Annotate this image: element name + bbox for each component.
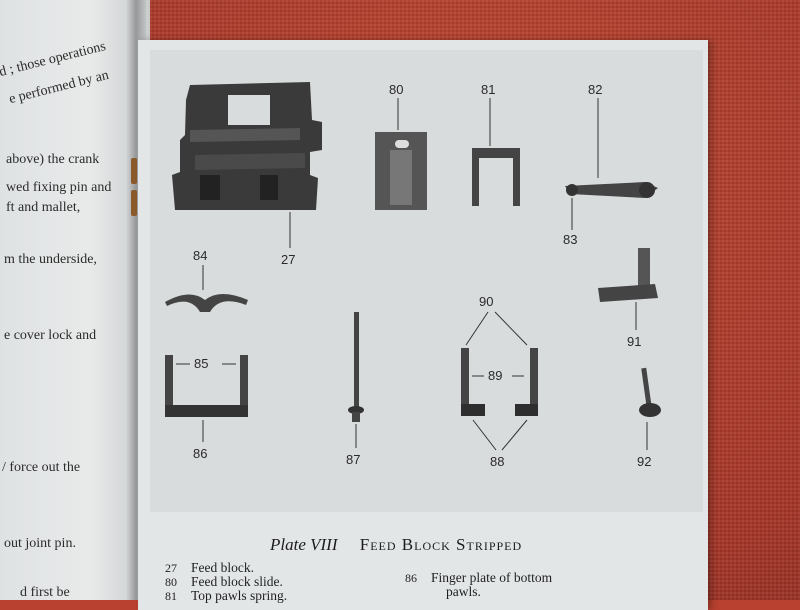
part-label-89: 89 <box>488 368 502 383</box>
part-84-spring <box>165 294 248 312</box>
legend-item: 27 Feed block. <box>165 560 254 576</box>
plate-number: Plate VIII <box>270 535 338 554</box>
left-line: d first be <box>20 585 70 600</box>
left-line: m the underside, <box>4 252 97 267</box>
staple <box>131 190 137 216</box>
part-27-feed-block <box>172 82 322 210</box>
part-label-27: 27 <box>281 252 295 267</box>
left-line: e cover lock and <box>4 328 97 343</box>
part-label-87: 87 <box>346 452 360 467</box>
part-82-lever <box>565 182 658 198</box>
left-line: wed fixing pin and <box>6 180 112 195</box>
legend-text: Feed block. <box>191 560 254 575</box>
part-label-86: 86 <box>193 446 207 461</box>
part-label-82: 82 <box>588 82 602 97</box>
legend-number: 27 <box>165 561 177 575</box>
part-92-pin <box>639 367 661 417</box>
left-line: above) the crank <box>6 152 100 167</box>
legend-text: Finger plate of bottom <box>431 570 553 585</box>
legend-text: pawls. <box>446 584 481 599</box>
part-91-crank <box>598 248 658 302</box>
part-label-85: 85 <box>194 356 208 371</box>
plate-photo: 80 81 82 27 83 84 91 90 85 89 86 87 88 9… <box>150 50 703 512</box>
legend-number: 86 <box>405 571 417 585</box>
legend-item: 81 Top pawls spring. <box>165 588 287 604</box>
plate-caption: Plate VIII Feed Block Stripped <box>270 535 522 555</box>
left-line: / force out the <box>2 460 81 475</box>
part-label-88: 88 <box>490 454 504 469</box>
part-89-pawls <box>461 348 538 416</box>
part-label-84: 84 <box>193 248 207 263</box>
legend-number: 81 <box>165 589 177 603</box>
part-80-feed-block-slide <box>375 132 427 210</box>
legend-text: Top pawls spring. <box>191 588 288 603</box>
left-page: d ; those operations e performed by an a… <box>0 0 150 600</box>
part-label-81: 81 <box>481 82 495 97</box>
legend-item-continued: pawls. <box>446 584 481 600</box>
legend-item: 80 Feed block slide. <box>165 574 283 590</box>
part-label-91: 91 <box>627 334 641 349</box>
part-label-83: 83 <box>563 232 577 247</box>
parts-illustration: 80 81 82 27 83 84 91 90 85 89 86 87 88 9… <box>165 82 661 469</box>
left-line: out joint pin. <box>4 536 76 551</box>
part-label-80: 80 <box>389 82 403 97</box>
plate-title: Feed Block Stripped <box>359 535 523 554</box>
legend-item: 86 Finger plate of bottom <box>405 570 552 586</box>
left-line: ft and mallet, <box>6 200 81 215</box>
part-87-pin <box>348 312 364 422</box>
staple <box>131 158 137 184</box>
part-85-bracket <box>165 355 248 417</box>
legend-number: 80 <box>165 575 177 589</box>
part-label-92: 92 <box>637 454 651 469</box>
legend-text: Feed block slide. <box>191 574 283 589</box>
part-81-top-pawls-spring <box>472 148 520 206</box>
part-label-90: 90 <box>479 294 493 309</box>
